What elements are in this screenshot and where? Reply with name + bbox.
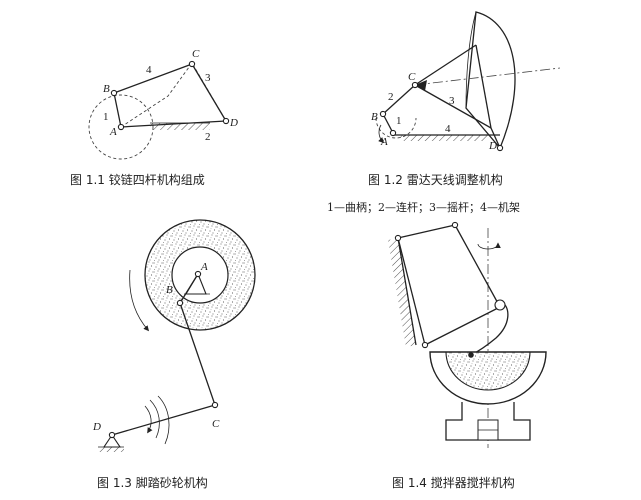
caption-figure-1-3: 图 1.3 脚踏砂轮机构	[97, 475, 208, 490]
pin-b-3	[176, 299, 184, 307]
link-rocker-foot	[490, 127, 501, 149]
link-left	[397, 237, 426, 346]
label-c-3: C	[212, 418, 220, 430]
link-bottom	[424, 306, 501, 346]
link-4-coupler	[113, 63, 193, 94]
pin-a	[117, 123, 125, 131]
pin-a-2	[389, 129, 397, 137]
link-number-2-2: 2	[388, 91, 394, 103]
link-rocker-upper	[414, 44, 477, 86]
pin-c	[188, 60, 196, 68]
link-number-2: 2	[205, 131, 211, 143]
wall-hatch	[388, 238, 416, 347]
pin-b	[110, 89, 118, 97]
link-number-3: 3	[205, 72, 211, 84]
wheel-rotation-arrow	[129, 269, 150, 332]
pin-d-2	[496, 144, 504, 152]
bowl-rotation-arrow	[477, 242, 501, 250]
pedal-arc-1	[149, 399, 160, 439]
figure-1-1: A B C D 1 2 3 4 图 1.1 铰链四杆机构组成	[70, 48, 238, 187]
label-d-3: D	[92, 421, 101, 433]
pedal-rotation-arrow	[144, 405, 153, 434]
link-number-1-2: 1	[396, 115, 402, 127]
label-d-2: D	[488, 140, 497, 152]
antenna-rim	[465, 11, 477, 109]
crank-path-arc	[375, 117, 417, 139]
link-number-3-2: 3	[449, 95, 455, 107]
figure-1-3: A B C D 图 1.3 脚踏砂轮机构	[92, 219, 256, 490]
pin-d-3	[108, 431, 116, 439]
pin-1-4-top-left	[394, 234, 402, 242]
stirrer-tip	[468, 352, 474, 358]
label-b-3: B	[166, 284, 173, 296]
caption-figure-1-4: 图 1.4 搅拌器搅拌机构	[392, 475, 515, 490]
label-d: D	[229, 117, 238, 129]
link-number-1: 1	[103, 111, 109, 123]
rocker-joint-gusset	[415, 80, 427, 91]
caption-figure-1-1: 图 1.1 铰链四杆机构组成	[70, 172, 205, 187]
link-1-crank	[382, 113, 394, 134]
link-bc	[179, 302, 216, 406]
link-3-rocker	[475, 44, 492, 129]
link-right	[454, 224, 501, 308]
link-1	[113, 92, 122, 128]
antenna-axis	[414, 67, 561, 86]
pin-1-4-bottom	[421, 341, 429, 349]
pin-c-2	[411, 81, 419, 89]
link-rocker-lower	[414, 84, 492, 129]
link-number-4: 4	[146, 64, 152, 76]
crank-ab	[179, 273, 199, 304]
stirrer-pivot	[494, 299, 506, 311]
ground-hatch-2	[400, 135, 488, 141]
label-b-2: B	[371, 111, 378, 123]
link-3	[191, 63, 227, 122]
label-a: A	[109, 126, 117, 138]
link-number-4-2: 4	[445, 123, 451, 135]
pin-c-3	[211, 401, 219, 409]
pin-d	[222, 117, 230, 125]
crank-rotation-arrow	[378, 124, 385, 144]
pin-1-4-top-right	[451, 221, 459, 229]
link-2-coupler	[382, 84, 416, 115]
pin-a-3	[194, 270, 202, 278]
label-c-2: C	[408, 71, 416, 83]
label-b: B	[103, 83, 110, 95]
link-top	[397, 224, 456, 239]
figure-1-4: 图 1.4 搅拌器搅拌机构	[388, 221, 547, 490]
alternate-position-outline	[120, 62, 227, 128]
caption-figure-1-2: 图 1.2 雷达天线调整机构	[368, 172, 503, 187]
pin-b-2	[379, 110, 387, 118]
label-c: C	[192, 48, 200, 60]
figure-1-2: A B C D 1 2 3 4 图 1.2 雷达天线调整机构 1—曲柄；2—连杆…	[327, 11, 561, 214]
link-cd	[111, 404, 216, 436]
ground-hatch	[150, 123, 210, 130]
legend-figure-1-2: 1—曲柄；2—连杆；3—摇杆；4—机架	[327, 200, 520, 214]
label-a-2: A	[380, 136, 388, 148]
bowl-contents	[445, 351, 531, 391]
label-a-3: A	[200, 261, 208, 273]
